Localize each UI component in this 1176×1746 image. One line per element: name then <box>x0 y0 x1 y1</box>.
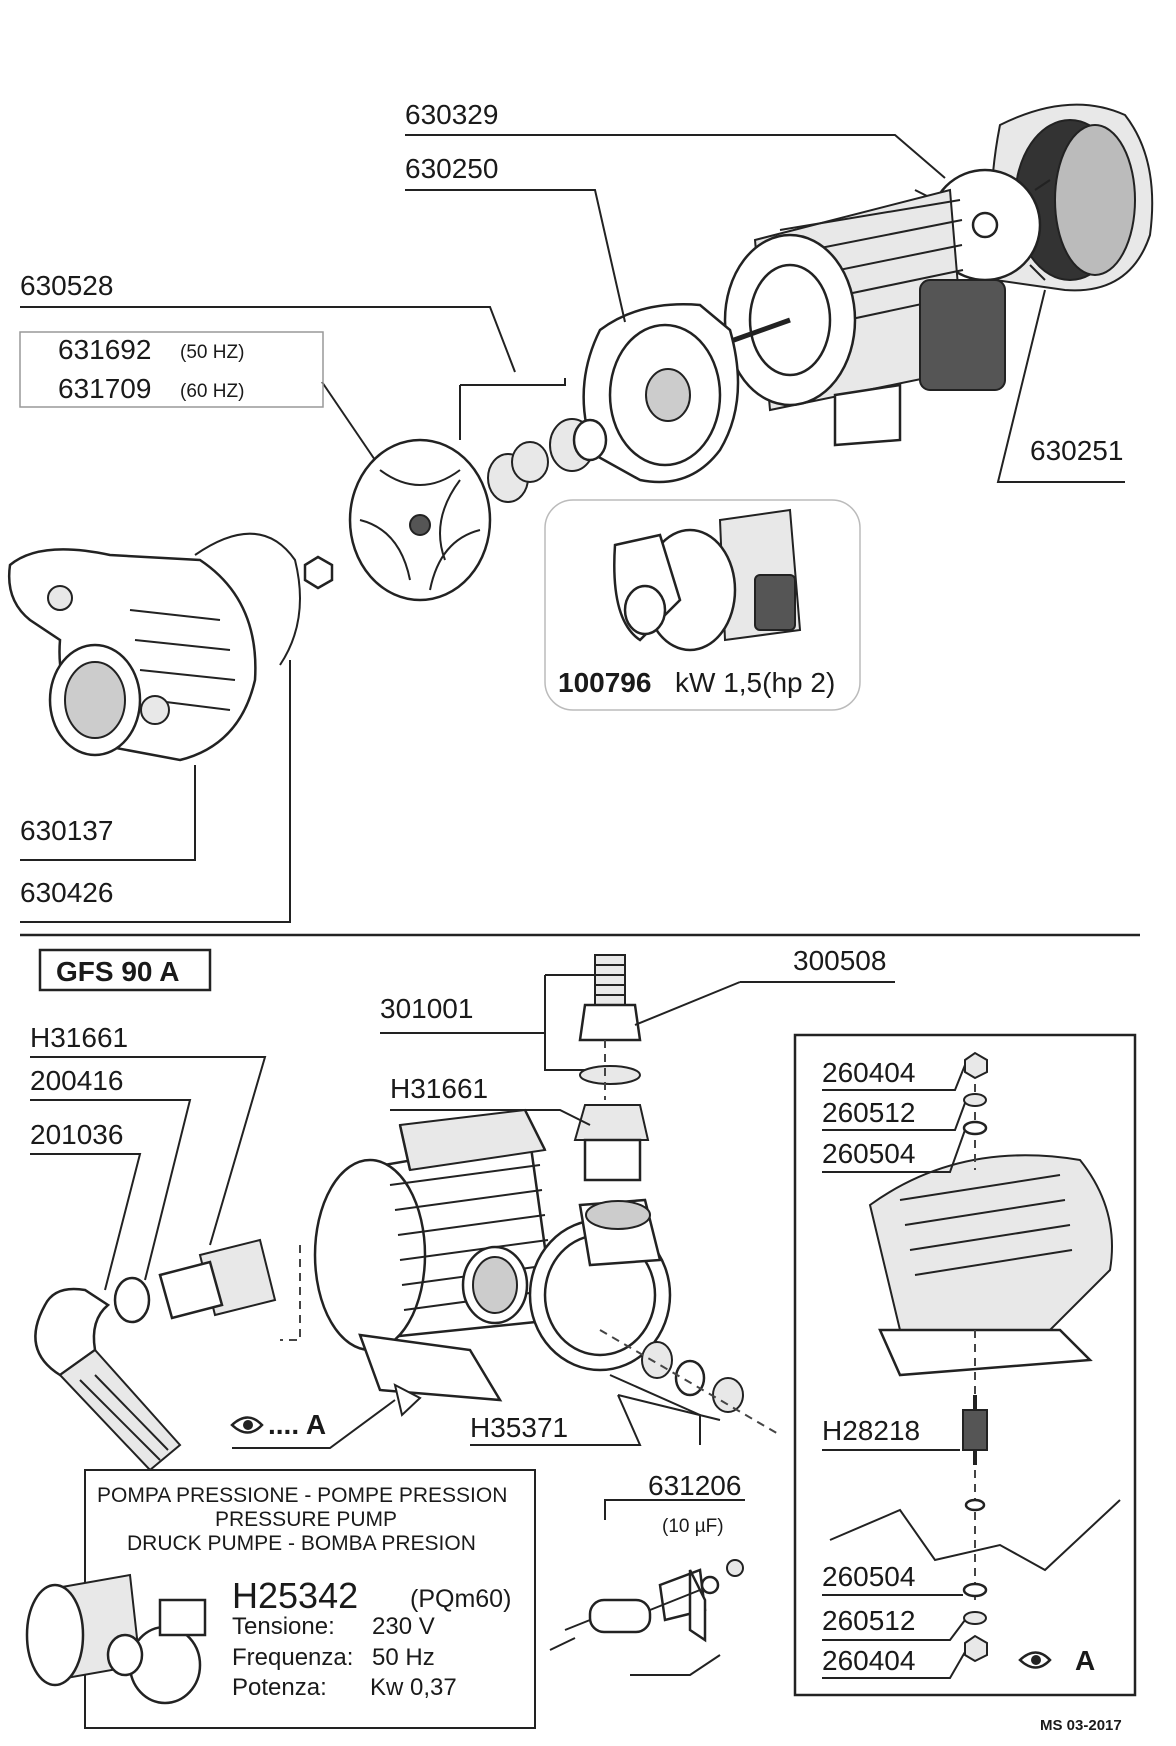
capacitor-part <box>549 1499 745 1676</box>
part-number-300508: 300508 <box>793 945 886 976</box>
inlet-dashed-line <box>280 1245 301 1341</box>
lower-leader-lines <box>30 974 895 1449</box>
part-number-301001: 301001 <box>380 993 473 1024</box>
part-number-630137: 630137 <box>20 815 113 846</box>
detail-part-260512-bottom: 260512 <box>822 1605 915 1636</box>
seal-parts-h35371 <box>641 1341 744 1413</box>
detail-part-260404-top: 260404 <box>822 1057 915 1088</box>
seal-dashed-line <box>599 1329 781 1436</box>
model-name: GFS 90 A <box>56 956 179 987</box>
frequency-label: Frequenza: <box>232 1644 353 1671</box>
fan-part <box>914 168 1051 295</box>
pump-info-line1: POMPA PRESSIONE - POMPE PRESSION <box>97 1484 507 1507</box>
part-number-630528: 630528 <box>20 270 113 301</box>
detail-part-260504-bottom: 260504 <box>822 1561 915 1592</box>
part-note-60hz: (60 HZ) <box>180 381 244 402</box>
outlet-fittings <box>573 954 650 1182</box>
lower-section: GFS 90 A <box>25 945 1137 1734</box>
pump-info-line2: PRESSURE PUMP <box>215 1508 397 1531</box>
model-box <box>38 948 212 992</box>
impeller-code-box <box>19 331 324 408</box>
part-note-capacitance: (10 µF) <box>662 1516 724 1537</box>
o-ring-part <box>194 532 301 666</box>
pump-code: H25342 <box>232 1575 358 1616</box>
part-number-200416: 200416 <box>30 1065 123 1096</box>
detail-view-a-label: A <box>1075 1645 1095 1676</box>
impeller-nut-part <box>303 555 334 590</box>
part-number-h31661-left: H31661 <box>30 1022 128 1053</box>
inlet-fittings <box>34 1238 277 1472</box>
power-value: Kw 0,37 <box>370 1674 457 1701</box>
part-number-201036: 201036 <box>30 1119 123 1150</box>
tension-value: 230 V <box>372 1613 435 1640</box>
part-number-630250: 630250 <box>405 153 498 184</box>
part-number-630426: 630426 <box>20 877 113 908</box>
part-number-630329: 630329 <box>405 99 498 130</box>
pump-info-line3: DRUCK PUMPE - BOMBA PRESION <box>127 1532 476 1555</box>
pump-housing-part <box>8 548 257 762</box>
detail-part-260512-top: 260512 <box>822 1097 915 1128</box>
power-label: Potenza: <box>232 1674 327 1701</box>
tension-label: Tensione: <box>232 1613 335 1640</box>
detail-part-h28218: H28218 <box>822 1415 920 1446</box>
upper-section: 630329 630250 630528 631692 (50 HZ) 6317… <box>8 99 1154 923</box>
view-a-marker: .... A <box>230 1409 326 1440</box>
part-number-631692: 631692 <box>58 334 151 365</box>
motor-part <box>719 188 1006 447</box>
part-number-631709: 631709 <box>58 373 151 404</box>
version-stamp: MS 03-2017 <box>1040 1717 1122 1734</box>
flange-part <box>582 303 740 484</box>
impeller-part <box>348 438 492 602</box>
pressure-pump-part <box>313 1108 672 1402</box>
frequency-value: 50 Hz <box>372 1644 435 1671</box>
pump-model: (PQm60) <box>410 1585 511 1613</box>
assembly-code: 100796 <box>558 667 651 698</box>
upper-leader-lines <box>20 134 1125 923</box>
detail-a-box: 260404 260512 260504 H28218 260504 26051… <box>793 1033 1137 1697</box>
pump-info-box: POMPA PRESSIONE - POMPE PRESSION PRESSUR… <box>25 1469 536 1729</box>
part-number-630251: 630251 <box>1030 435 1123 466</box>
assembly-spec: kW 1,5(hp 2) <box>675 667 835 698</box>
view-a-label: .... A <box>268 1409 326 1440</box>
assembly-inset: 100796 kW 1,5(hp 2) <box>544 499 861 711</box>
part-number-h35371: H35371 <box>470 1412 568 1443</box>
detail-part-260504-top: 260504 <box>822 1138 915 1169</box>
mechanical-seal-part <box>487 418 608 503</box>
detail-part-260404-bottom: 260404 <box>822 1645 915 1676</box>
part-note-50hz: (50 HZ) <box>180 342 244 363</box>
part-number-h31661-top: H31661 <box>390 1073 488 1104</box>
part-number-631206: 631206 <box>648 1470 741 1501</box>
